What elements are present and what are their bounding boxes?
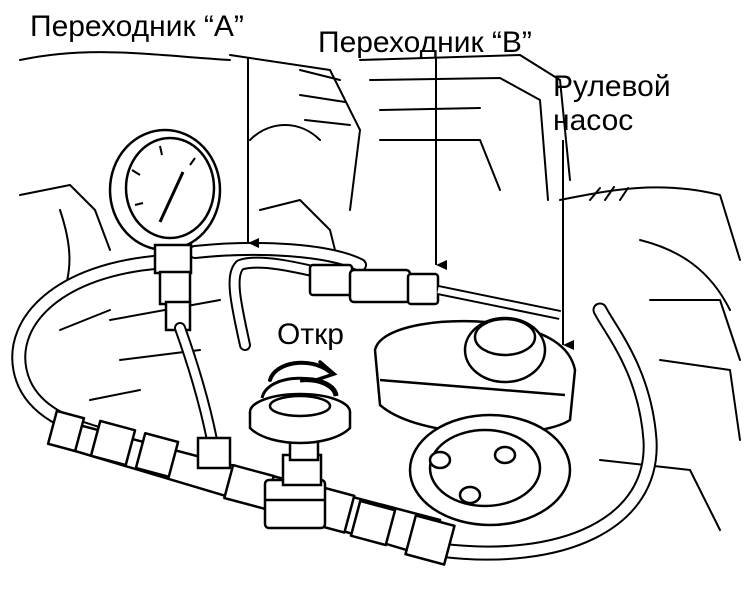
pump-reservoir xyxy=(373,316,577,435)
adapter-b-fittings xyxy=(308,263,562,320)
label-open: Откр xyxy=(277,318,344,351)
gauge-tube xyxy=(174,322,232,470)
leader-arrows xyxy=(247,58,574,350)
shut-off-valve xyxy=(248,376,352,462)
label-adapter-b: Переходник “В” xyxy=(318,26,532,59)
label-adapter-a: Переходник “А” xyxy=(30,10,244,43)
tee-fitting xyxy=(263,453,327,530)
pressure-hose-loop xyxy=(11,241,658,561)
label-pump-line2: насос xyxy=(553,104,633,137)
adapter-a-tube xyxy=(228,256,336,351)
pump-pulley xyxy=(408,413,572,527)
label-pump-line1: Рулевой xyxy=(553,70,671,103)
open-direction-arrow xyxy=(268,360,338,382)
pressure-gauge xyxy=(108,128,222,332)
manifold-line xyxy=(46,409,456,566)
